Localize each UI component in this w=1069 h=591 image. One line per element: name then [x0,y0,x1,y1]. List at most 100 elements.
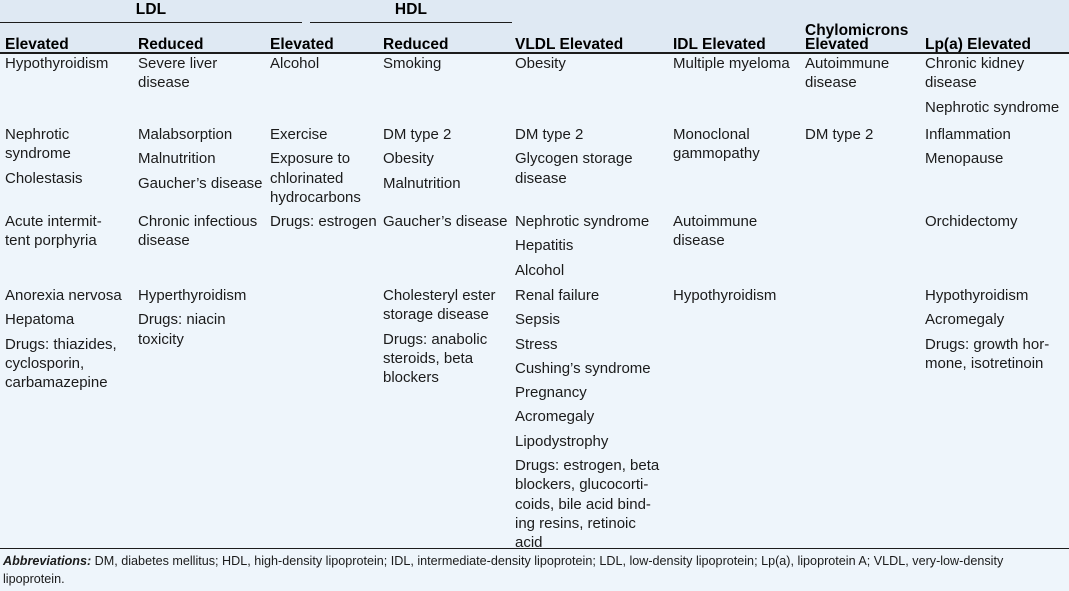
cell-item: Gaucher’s disease [383,213,508,230]
column-group-rule-ldl [0,22,302,23]
cell-item: Hyperthyroidism [138,287,247,304]
cell-item: Hepatoma [5,311,75,329]
cell-item: DM type 2 [805,126,874,143]
table-cell: Multiple myeloma [673,54,799,78]
table-cell: Alcohol [270,54,378,78]
column-header-idl-elevated: IDL Elevated [673,36,766,53]
column-header-hdl-elevated: Elevated [270,36,334,53]
cell-item: Hypothyroidism [5,55,109,72]
cell-item: Nephrotic syndrome [515,213,650,230]
cell-item: Drugs: thiazides, cyclosporin, carbamaze… [5,335,117,392]
abbreviations-footnote: Abbreviations: DM, diabetes mellitus; HD… [3,553,1061,588]
cell-item: Glycogen storage disease [515,150,633,187]
table-cell: DM type 2 [805,125,917,149]
cell-item: Obesity [515,55,566,72]
table-cell: Autoimmune disease [805,54,917,98]
cell-item: Lipodystrophy [515,432,609,450]
column-group-label-ldl: LDL [135,1,167,18]
footnote-rule [0,548,1069,549]
table-cell: Gaucher’s disease [383,212,511,236]
cell-item: Pregnancy [515,384,587,402]
cell-item: Exposure to chlorinated hydrocarbons [270,150,361,206]
cell-item: Drugs: anabolic steroids, beta blockers [383,330,488,387]
cell-item: Autoimmune disease [805,55,890,92]
cell-item: Malnutrition [138,150,216,168]
column-header-line-1: Chylomicrons [805,22,909,39]
table-cell: Hypothyroidism [673,286,799,310]
column-group-label-hdl: HDL [394,1,428,18]
cell-item: Chronic kidney disease [925,55,1025,92]
cell-item: Hypothyroidism [925,287,1029,304]
cell-item: Gaucher’s disease [138,174,263,192]
cell-item: Acromegaly [925,311,1005,329]
abbreviations-label: Abbreviations: [3,554,92,568]
cell-item: Cushing’s syndrome [515,359,651,377]
table-header: LDL HDL Elevated Reduced Elevated Reduced VLD… [0,0,1069,54]
column-header-row: Elevated Reduced Elevated Reduced VLDL Eleva… [0,22,1069,54]
cell-item: Severe liver disease [138,55,218,92]
cell-item: Inflammation [925,126,1011,143]
cell-item: Cholestasis [5,169,83,187]
column-header-lpa-elevated: Lp(a) Elevated [925,36,1031,53]
table-cell: Severe liver disease [138,54,264,98]
cell-item: Autoimmune disease [673,213,758,250]
table-cell: Drugs: estrogen [270,212,378,236]
column-group-row: LDL HDL [0,0,1069,26]
cell-item: Stress [515,335,558,353]
table-cell: Hypothyroidism [5,54,133,78]
column-group-rule-hdl [310,22,512,23]
cell-item: Acromegaly [515,408,595,426]
cell-item: Nephrotic syndrome [925,98,1060,116]
table-cell: DM type 2 Glycogen storage disease [515,125,667,193]
column-header-hdl-reduced: Reduced [383,36,449,53]
cell-item: Smoking [383,55,442,72]
cell-item: Obesity [383,150,434,168]
cell-item: Sepsis [515,311,561,329]
table-cell: Orchidectomy [925,212,1069,236]
cell-item: Acute intermit- tent porphyria [5,213,102,250]
cell-item: Drugs: growth hor- mone, isotretinoin [925,335,1050,372]
cell-item: Orchidectomy [925,213,1018,230]
cell-item: Malnutrition [383,174,461,192]
table-cell: Obesity [515,54,667,78]
cell-item: Alcohol [270,55,320,72]
column-header-vldl-elevated: VLDL Elevated [515,36,624,53]
cell-item: Exercise [270,126,328,143]
cell-item: DM type 2 [515,126,584,143]
cell-item: Chronic infectious disease [138,213,258,250]
table-cell: Monoclonal gammopathy [673,125,799,169]
table-cell: Chronic infectious disease [138,212,264,256]
table-cell: Smoking [383,54,511,78]
cell-item: DM type 2 [383,126,452,143]
cell-item: Drugs: niacin toxicity [138,311,226,348]
table-cell: Acute intermit- tent porphyria [5,212,133,256]
table-cell: Autoimmune disease [673,212,799,256]
cell-item: Cholesteryl ester storage disease [383,287,496,324]
cell-item: Menopause [925,150,1004,168]
column-header-ldl-elevated: Elevated [5,36,69,53]
cell-item: Hypothyroidism [673,287,777,304]
cell-item: Hepatitis [515,237,574,255]
cell-item: Anorexia nervosa [5,287,122,304]
cell-item: Alcohol [515,261,565,279]
cell-item: Renal failure [515,287,600,304]
header-bottom-rule [0,52,1069,54]
cell-item: Nephrotic syndrome [5,126,71,163]
cell-item: Drugs: estrogen [270,213,377,230]
column-header-ldl-reduced: Reduced [138,36,204,53]
